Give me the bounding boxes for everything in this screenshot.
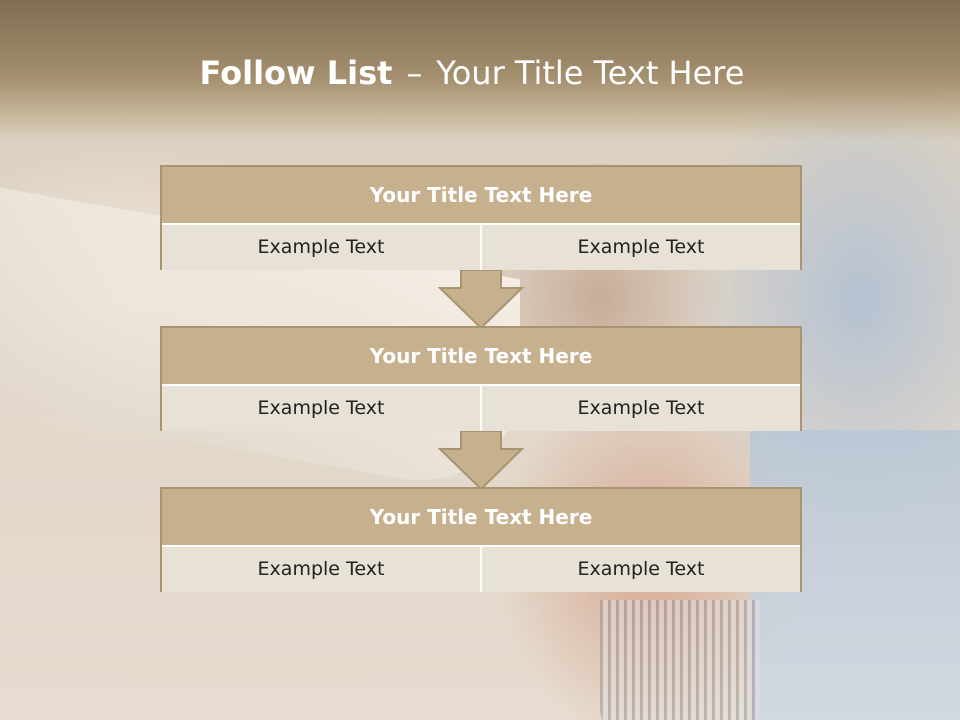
step-block-1: Your Title Text Here Example Text Exampl… [160, 165, 802, 270]
step-cell-left: Example Text [162, 225, 480, 270]
down-arrow-icon [438, 270, 524, 330]
step-title: Your Title Text Here [162, 328, 800, 386]
step-block-2: Your Title Text Here Example Text Exampl… [160, 326, 802, 431]
slide-title: Follow List–Your Title Text Here [0, 54, 944, 92]
step-cell-right: Example Text [480, 547, 800, 592]
slide-title-bold: Follow List [199, 54, 393, 92]
step-row: Example Text Example Text [162, 225, 800, 270]
step-title: Your Title Text Here [162, 167, 800, 225]
background-grille [600, 600, 760, 720]
step-cell-left: Example Text [162, 547, 480, 592]
title-band [0, 0, 960, 140]
step-block-3: Your Title Text Here Example Text Exampl… [160, 487, 802, 592]
slide-title-dash: – [406, 54, 423, 92]
step-title: Your Title Text Here [162, 489, 800, 547]
down-arrow-icon [438, 431, 524, 491]
step-row: Example Text Example Text [162, 547, 800, 592]
step-row: Example Text Example Text [162, 386, 800, 431]
step-cell-left: Example Text [162, 386, 480, 431]
slide-title-rest: Your Title Text Here [436, 54, 745, 92]
step-cell-right: Example Text [480, 225, 800, 270]
step-cell-right: Example Text [480, 386, 800, 431]
